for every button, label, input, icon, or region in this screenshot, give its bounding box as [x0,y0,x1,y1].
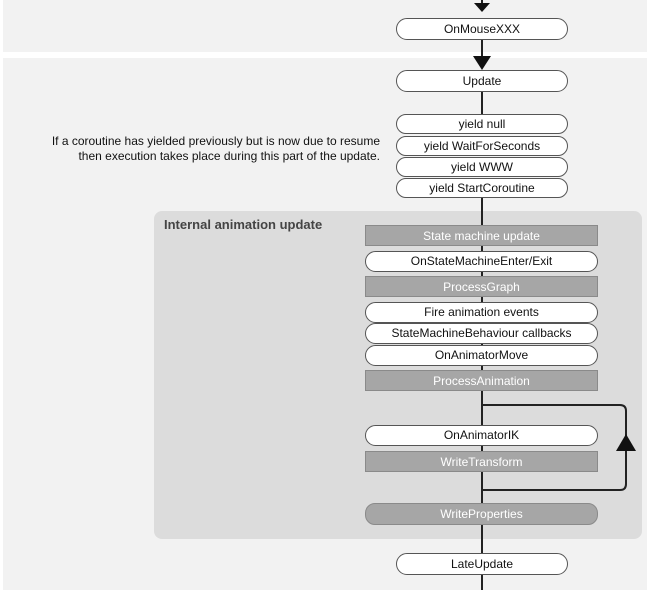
ik-loop-path [482,404,627,491]
spine-line-2 [481,197,483,225]
animation-panel-title: Internal animation update [164,217,323,232]
coroutine-note: If a coroutine has yielded previously bu… [51,134,380,163]
arrow-head-top [474,3,490,12]
yield-startcoroutine-node: yield StartCoroutine [396,178,568,198]
yield-null-node: yield null [396,114,568,134]
onanimatorik-node: OnAnimatorIK [365,425,598,446]
arrow-head-update [473,56,491,70]
writeproperties-box: WriteProperties [365,503,598,525]
processanimation-box: ProcessAnimation [365,370,598,391]
onmouse-node: OnMouseXXX [396,18,568,40]
statemachinebehaviour-callbacks-node: StateMachineBehaviour callbacks [365,323,598,344]
loop-arrow-head [616,434,636,451]
fire-animation-events-node: Fire animation events [365,302,598,323]
spine-line-4 [481,524,483,554]
state-machine-update-box: State machine update [365,225,598,246]
spine-line-5 [481,574,483,590]
lateupdate-node: LateUpdate [396,553,568,575]
update-node: Update [396,70,568,92]
onanimatormove-node: OnAnimatorMove [365,345,598,366]
onstatemachineenterexit-node: OnStateMachineEnter/Exit [365,251,598,272]
spine-line-1 [481,90,483,114]
processgraph-box: ProcessGraph [365,276,598,297]
writetransform-box: WriteTransform [365,451,598,472]
yield-waitforseconds-node: yield WaitForSeconds [396,136,568,156]
yield-www-node: yield WWW [396,157,568,177]
